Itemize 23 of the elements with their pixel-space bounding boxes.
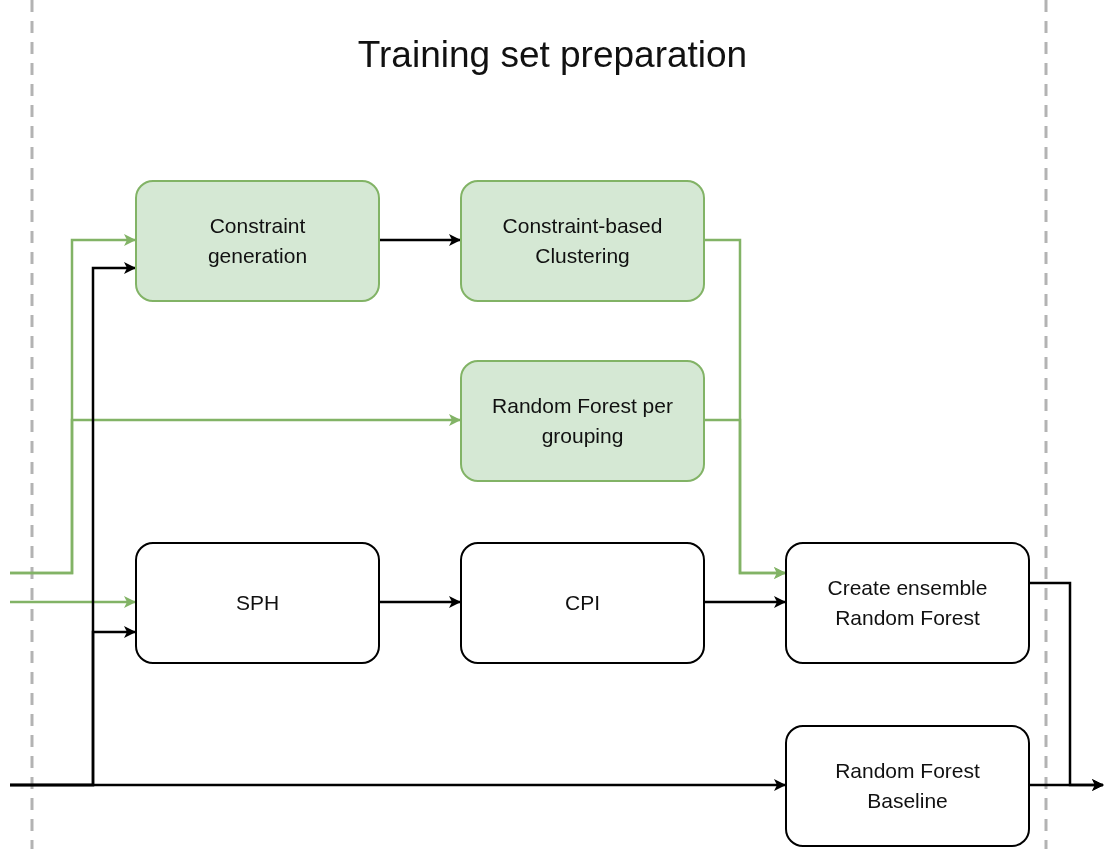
box-label: Constraint-based Clustering	[501, 213, 664, 269]
arrow	[380, 596, 461, 608]
arrow	[705, 418, 786, 579]
box-label: Random Forest per grouping	[491, 393, 674, 449]
box-label: Create ensemble Random Forest	[826, 575, 989, 631]
arrow	[10, 414, 461, 575]
box-label: CPI	[565, 590, 600, 616]
box-label: SPH	[235, 590, 280, 616]
arrow	[705, 596, 786, 608]
process-box	[135, 180, 380, 302]
arrow	[10, 596, 136, 608]
process-box	[460, 180, 705, 302]
box-label: Constraint generation	[206, 213, 309, 269]
process-box	[785, 725, 1030, 847]
diagram-title: Training set preparation	[357, 34, 748, 76]
arrow	[10, 779, 786, 791]
arrow	[1030, 779, 1104, 791]
process-box	[460, 360, 705, 482]
process-box	[135, 542, 380, 664]
process-box	[460, 542, 705, 664]
arrow	[380, 234, 461, 246]
process-box	[785, 542, 1030, 664]
box-label: Random Forest Baseline	[834, 758, 981, 814]
